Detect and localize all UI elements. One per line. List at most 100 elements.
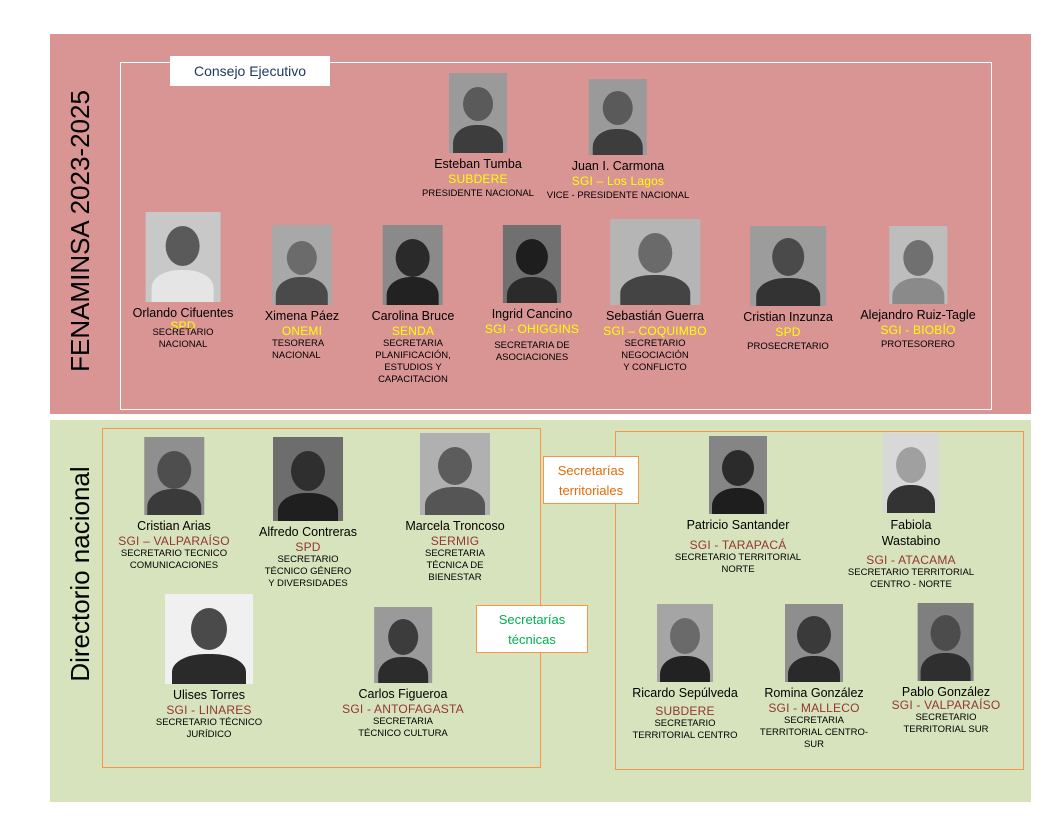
person-photo [503, 225, 561, 303]
person-org: SGI – COQUIMBO [603, 324, 707, 338]
person-card: Ulises Torres SGI - LINARES SECRETARIO T… [154, 594, 264, 741]
person-org: SPD [775, 325, 801, 339]
person-role: SECRETARIA PLANIFICACIÓN, ESTUDIOS Y CAP… [375, 338, 451, 385]
person-role: VICE - PRESIDENTE NACIONAL [546, 190, 690, 201]
person-org: SGI - TARAPACÁ [689, 538, 787, 552]
person-name: Sebastián Guerra [606, 309, 704, 323]
person-name: Carolina Bruce [371, 309, 455, 323]
person-name: Ximena Páez [264, 309, 340, 323]
person-name: Marcela Troncoso [405, 519, 505, 533]
consejo-label: Consejo Ejecutivo [170, 56, 330, 86]
person-card: Juan I. Carmona SGI – Los Lagos VICE - P… [546, 79, 690, 202]
person-name: Orlando Cifuentes [132, 306, 234, 320]
person-org: SGI - ANTOFAGASTA [342, 702, 464, 716]
person-name: Alejandro Ruiz-Tagle [860, 308, 976, 322]
person-card: Ricardo Sepúlveda SUBDERE SECRETARIO TER… [629, 604, 741, 742]
person-role: SECRETARIO TERRITORIAL CENTRO [632, 718, 738, 741]
person-card: Patricio Santander SGI - TARAPACÁ SECRET… [672, 436, 804, 576]
person-role: PROSECRETARIO [747, 341, 829, 352]
person-card: Ximena Páez ONEMI TESORERA NACIONAL [265, 225, 339, 362]
person-name: Ricardo Sepúlveda [632, 686, 738, 700]
person-card: Ingrid Cancino SGI - OHIGGINS SECRETARIA… [485, 225, 579, 364]
person-org: SENDA [391, 324, 435, 338]
person-photo [448, 73, 507, 153]
person-role: SECRETARIO NACIONAL [152, 327, 214, 350]
person-role: SECRETARIA TÉCNICA DE BIENESTAR [424, 548, 485, 583]
person-name: Alfredo Contreras [259, 525, 357, 539]
person-card: Romina González SGI - MALLECO SECRETARIA… [758, 604, 870, 751]
person-card: Cristian Inzunza SPD PROSECRETARIO [743, 226, 833, 353]
person-role: SECRETARIO TERRITORIAL NORTE [674, 552, 802, 575]
person-photo [883, 433, 939, 513]
territoriales-label: Secretarías territoriales [543, 456, 639, 504]
person-role: SECRETARIO TERRITORIAL SUR [903, 712, 989, 735]
person-org: SGI - MALLECO [768, 701, 860, 715]
person-org: SGI - ATACAMA [866, 553, 956, 567]
person-card: Carolina Bruce SENDA SECRETARIA PLANIFIC… [371, 225, 455, 386]
person-photo [271, 225, 332, 305]
person-org: SGI - LINARES [166, 703, 252, 717]
person-photo [889, 226, 947, 304]
person-photo [657, 604, 713, 682]
person-photo [374, 607, 432, 683]
person-name: Ulises Torres [172, 688, 245, 702]
person-role: SECRETARIA DE ASOCIACIONES [494, 340, 570, 363]
person-name: Cristian Inzunza [743, 310, 833, 324]
person-role: TESORERA NACIONAL [271, 338, 324, 361]
person-org: SERMIG [430, 534, 480, 548]
person-photo [589, 79, 647, 155]
person-role: SECRETARIO NEGOCIACIÓN Y CONFLICTO [621, 338, 689, 373]
person-photo [709, 436, 767, 514]
person-org: SGI – Los Lagos [571, 174, 665, 188]
person-card: Pablo González SGI - VALPARAÍSO SECRETAR… [892, 603, 1001, 736]
person-photo [750, 226, 826, 306]
person-card: Cristian Arias SGI – VALPARAÍSO SECRETAR… [118, 437, 230, 572]
person-org: SGI - OHIGGINS [484, 322, 580, 336]
person-card: Orlando Cifuentes SPD SECRETARIO NACIONA… [132, 212, 234, 351]
person-role: SECRETARIO TERRITORIAL CENTRO - NORTE [847, 567, 975, 590]
person-photo [144, 437, 204, 515]
person-role: SECRETARIO TÉCNICO JURÍDICO [155, 717, 263, 740]
person-role: PRESIDENTE NACIONAL [422, 188, 534, 199]
person-card: Fabiola Wastabino SGI - ATACAMA SECRETAR… [846, 433, 976, 591]
person-role: PROTESORERO [881, 339, 955, 350]
person-card: Carlos Figueroa SGI - ANTOFAGASTA SECRET… [342, 607, 464, 740]
person-role: SECRETARIA TÉCNICO CULTURA [358, 716, 448, 739]
person-photo [145, 212, 221, 302]
person-name: Juan I. Carmona [571, 159, 665, 173]
person-name: Romina González [764, 686, 864, 700]
person-role: SECRETARIA TERRITORIAL CENTRO-SUR [759, 715, 869, 750]
person-card: Marcela Troncoso SERMIG SECRETARIA TÉCNI… [405, 433, 505, 584]
person-photo [609, 219, 700, 305]
person-org: SUBDERE [448, 172, 508, 186]
person-name: Cristian Arias [137, 519, 211, 533]
person-role: SECRETARIO TECNICO COMUNICACIONES [120, 548, 228, 571]
person-photo [420, 433, 490, 515]
person-photo [785, 604, 843, 682]
person-photo [165, 594, 253, 684]
person-name: Carlos Figueroa [358, 687, 448, 701]
territoriales-frame [615, 431, 1024, 770]
person-name: Pablo González [901, 685, 991, 699]
person-name: Fabiola Wastabino [881, 518, 941, 548]
person-name: Patricio Santander [686, 518, 790, 532]
person-org: SGI - VALPARAÍSO [891, 698, 1001, 712]
person-org: SPD [295, 540, 321, 554]
person-card: Esteban Tumba SUBDERE PRESIDENTE NACIONA… [422, 73, 534, 200]
person-org: SGI - BIOBÍO [880, 323, 956, 337]
consejo-frame [120, 62, 992, 410]
tecnicas-frame [102, 428, 541, 768]
person-name: Esteban Tumba [434, 157, 522, 171]
person-org: ONEMI [281, 324, 323, 338]
person-role: SECRETARIO TÉCNICO GÉNERO Y DIVERSIDADES [264, 554, 352, 589]
person-org: SUBDERE [655, 704, 715, 718]
person-photo [273, 437, 343, 521]
directorio-title: Directorio nacional [65, 466, 95, 682]
person-card: Alejandro Ruiz-Tagle SGI - BIOBÍO PROTES… [860, 226, 976, 351]
person-org: SPD [170, 319, 196, 333]
person-photo [383, 225, 443, 305]
person-card: Alfredo Contreras SPD SECRETARIO TÉCNICO… [259, 437, 357, 590]
person-name: Ingrid Cancino [491, 307, 573, 321]
person-photo [917, 603, 974, 681]
person-org: SGI – VALPARAÍSO [118, 534, 230, 548]
